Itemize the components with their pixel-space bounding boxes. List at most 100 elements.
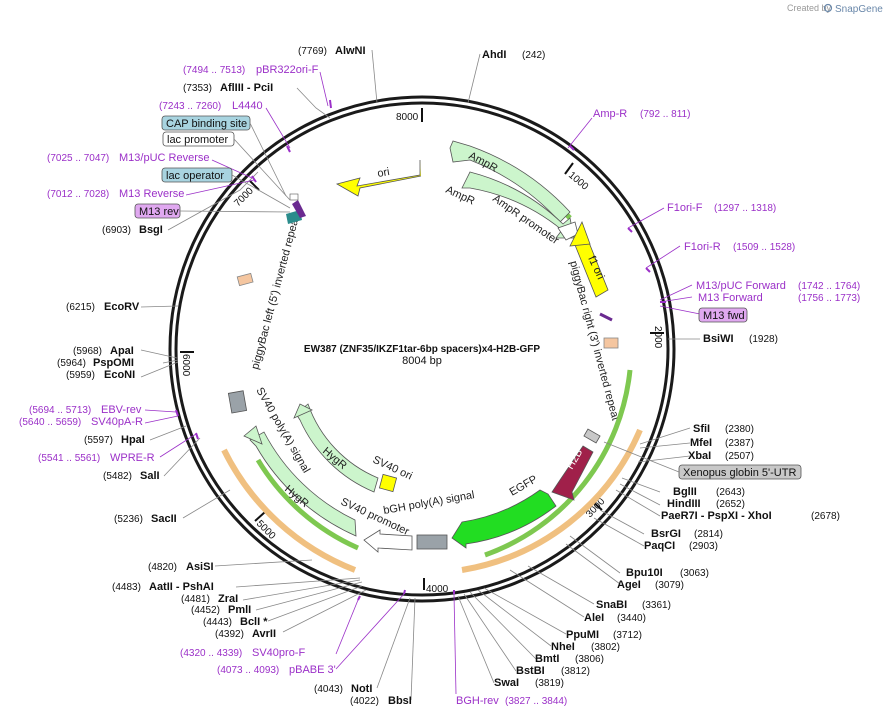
primer-coord-wpre: (5541 .. 5561) bbox=[38, 453, 100, 464]
left-orange-bar bbox=[221, 448, 357, 573]
watermark-brand: SnapGene bbox=[835, 4, 883, 15]
site-coord-sacii: (5236) bbox=[114, 514, 143, 525]
site-coord-noti: (4043) bbox=[314, 684, 343, 695]
site-coord-bsgi: (6903) bbox=[102, 225, 131, 236]
primer-coord-m13puc-rev: (7025 .. 7047) bbox=[47, 153, 109, 164]
hygr-arrowhead-inner bbox=[293, 403, 313, 419]
pb-right-marker bbox=[599, 312, 613, 322]
site-coord-hindiii: (2652) bbox=[716, 499, 745, 510]
site-name-pspomi: PspOMI bbox=[93, 357, 134, 369]
box-lac-promoter-label: lac promoter bbox=[167, 134, 228, 146]
h2b-arrow bbox=[551, 445, 594, 501]
site-coord-ecorv: (6215) bbox=[66, 302, 95, 313]
primer-coord-m13-fwd: (1756 .. 1773) bbox=[798, 293, 860, 304]
site-coord-xbai: (2507) bbox=[725, 451, 754, 462]
site-labels-right: BsiWI (1928) SfiI (2380) MfeI (2387) Xba… bbox=[494, 333, 840, 689]
primer-name-sv40pa: SV40pA-R bbox=[91, 416, 143, 428]
site-name-aatii: AatII - PshAI bbox=[149, 581, 214, 593]
site-name-bcli: BclI * bbox=[240, 616, 268, 628]
site-coord-alwni: (7769) bbox=[298, 46, 327, 57]
site-name-apai: ApaI bbox=[110, 345, 134, 357]
site-labels: (7769) AlwNI AhdI (242) (7353) AflIII - … bbox=[57, 45, 545, 707]
site-coord-bsrgi: (2814) bbox=[694, 529, 723, 540]
box-m13-fwd-label: M13 fwd bbox=[703, 310, 745, 322]
box-cap-binding-label: CAP binding site bbox=[166, 118, 247, 130]
primer-name-m13puc-rev: M13/pUC Reverse bbox=[119, 152, 209, 164]
site-name-sali: SalI bbox=[140, 470, 160, 482]
ori-arrow bbox=[335, 160, 422, 197]
site-name-pmli: PmlI bbox=[228, 604, 251, 616]
sv40-ori-block bbox=[378, 473, 398, 493]
tick-6000: 6000 bbox=[180, 354, 191, 377]
site-coord-bstbi: (3812) bbox=[561, 666, 590, 677]
piggybac-left-label: piggyBac left (5') inverted repeat bbox=[249, 215, 301, 371]
site-name-bglii: BglII bbox=[673, 486, 697, 498]
site-name-snabi: SnaBI bbox=[596, 599, 627, 611]
watermark: Created by SnapGene bbox=[787, 3, 883, 15]
primer-coord-bgh-rev: (3827 .. 3844) bbox=[505, 696, 567, 707]
site-name-paqci: PaqCI bbox=[644, 540, 675, 552]
site-coord-hpai: (5597) bbox=[84, 435, 113, 446]
site-coord-mfei: (2387) bbox=[725, 438, 754, 449]
primer-name-m13-rev: M13 Reverse bbox=[119, 188, 184, 200]
site-name-alwni: AlwNI bbox=[335, 45, 366, 57]
site-name-xbai: XbaI bbox=[688, 450, 711, 462]
site-coord-xhoi: (2678) bbox=[811, 511, 840, 522]
site-name-bsrgi: BsrGI bbox=[651, 528, 681, 540]
site-coord-snabi: (3361) bbox=[642, 600, 671, 611]
primer-name-f1ori-f: F1ori-F bbox=[667, 202, 703, 214]
site-coord-avrii: (4392) bbox=[215, 629, 244, 640]
site-coord-sfii: (2380) bbox=[725, 424, 754, 435]
site-connectors bbox=[140, 49, 700, 701]
right-orange-bar bbox=[461, 428, 643, 573]
snapgene-logo-icon bbox=[823, 3, 833, 13]
site-coord-ahdi: (242) bbox=[522, 50, 545, 61]
xenopus-utr-block bbox=[583, 428, 601, 444]
primer-marks bbox=[175, 99, 666, 601]
site-name-bbsi: BbsI bbox=[388, 695, 412, 707]
boxed-labels: CAP binding site lac promoter lac operat… bbox=[134, 115, 802, 480]
hygr-arrow-inner bbox=[295, 403, 379, 493]
site-name-xhoi: PaeR7I - PspXI - XhoI bbox=[661, 510, 772, 522]
box-lac-operator-label: lac operator bbox=[166, 170, 224, 182]
site-coord-bcli: (4443) bbox=[203, 617, 232, 628]
lac-region-marker-2 bbox=[292, 200, 306, 218]
site-coord-bglii: (2643) bbox=[716, 487, 745, 498]
ampr-arrow bbox=[449, 140, 571, 223]
primer-coord-m13puc-fwd: (1742 .. 1764) bbox=[798, 281, 860, 292]
watermark-created-by: Created by bbox=[787, 3, 832, 13]
site-name-bmti: BmtI bbox=[535, 653, 559, 665]
primer-name-l4440: L4440 bbox=[232, 100, 263, 112]
primer-coord-f1ori-f: (1297 .. 1318) bbox=[714, 203, 776, 214]
site-coord-ppumi: (3712) bbox=[613, 630, 642, 641]
site-name-agei: AgeI bbox=[617, 579, 641, 591]
primer-coord-l4440: (7243 .. 7260) bbox=[159, 101, 221, 112]
site-coord-asisi: (4820) bbox=[148, 562, 177, 573]
plasmid-length: 8004 bp bbox=[402, 355, 442, 367]
tick-8000: 8000 bbox=[396, 112, 419, 123]
hygr-green-bar bbox=[255, 458, 360, 551]
primer-coord-m13-rev: (7012 .. 7028) bbox=[47, 189, 109, 200]
site-coord-zrai: (4481) bbox=[181, 594, 210, 605]
primer-labels: (7494 .. 7513) pBR322ori-F (7243 .. 7260… bbox=[19, 64, 860, 707]
primer-coord-pbr322: (7494 .. 7513) bbox=[183, 65, 245, 76]
primer-coord-ebv: (5694 .. 5713) bbox=[29, 405, 91, 416]
primer-coord-pbabe: (4073 .. 4093) bbox=[217, 665, 279, 676]
site-name-nhei: NheI bbox=[551, 641, 575, 653]
site-coord-swai: (3819) bbox=[535, 678, 564, 689]
site-name-bsiwi: BsiWI bbox=[703, 333, 734, 345]
site-name-hindiii: HindIII bbox=[667, 498, 701, 510]
site-name-bpu10i: Bpu10I bbox=[626, 567, 663, 579]
site-coord-pspomi: (5964) bbox=[57, 358, 86, 369]
right-green-bar bbox=[484, 369, 633, 558]
primer-name-m13-fwd: M13 Forward bbox=[698, 292, 763, 304]
site-name-mfei: MfeI bbox=[690, 437, 712, 449]
site-name-ppumi: PpuMI bbox=[566, 629, 599, 641]
primer-coord-f1ori-r: (1509 .. 1528) bbox=[733, 242, 795, 253]
pb-right-block bbox=[603, 337, 619, 349]
site-coord-pmli: (4452) bbox=[191, 605, 220, 616]
bgh-block bbox=[416, 534, 448, 550]
box-m13-rev-label: M13 rev bbox=[139, 206, 179, 218]
site-coord-aatii: (4483) bbox=[112, 582, 141, 593]
site-name-swai: SwaI bbox=[494, 677, 519, 689]
